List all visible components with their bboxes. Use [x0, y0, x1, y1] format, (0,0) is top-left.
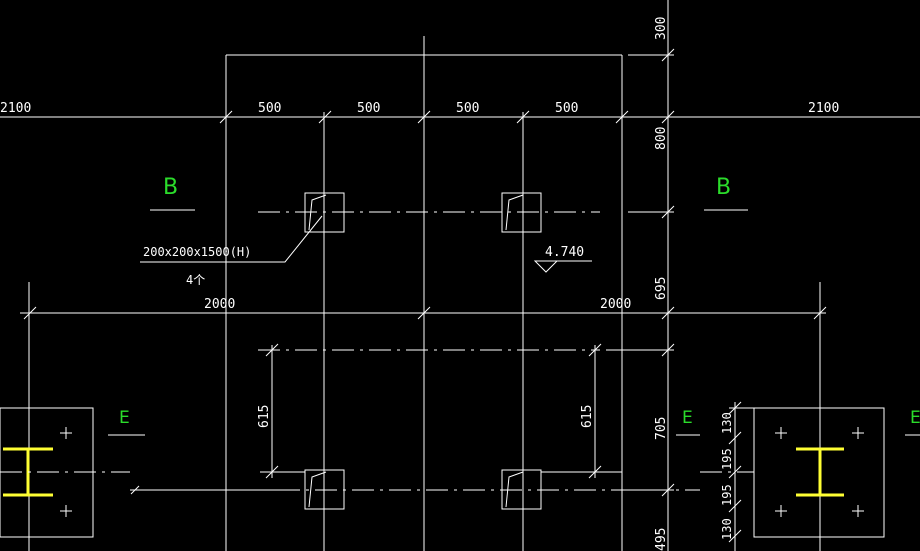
dim-col-spacing-4: 500	[555, 101, 578, 116]
dim-col-spacing-1: 500	[258, 101, 281, 116]
section-e-right: E	[910, 408, 920, 428]
anchor-box-lower-left	[304, 469, 345, 510]
dim-v-800: 800	[654, 127, 669, 150]
dim-615-right: 615	[580, 405, 595, 428]
right-vertical-dimension	[606, 0, 675, 551]
anchor-note-label: 4个	[186, 273, 205, 287]
dim-col-spacing-2: 500	[357, 101, 380, 116]
lower-left-tick	[130, 485, 140, 495]
section-e-center: E	[682, 408, 693, 428]
dim-right-2100: 2100	[808, 101, 839, 116]
anchor-box-upper-left	[304, 192, 345, 233]
dim-2000-right: 2000	[600, 297, 631, 312]
top-dimension-line	[0, 110, 920, 551]
right-h-beam	[796, 447, 844, 497]
anchor-box-upper-right	[501, 192, 542, 233]
dim-2000-line	[20, 282, 827, 551]
plate-dim-130-top: 130	[720, 412, 734, 434]
dim-v-695: 695	[654, 277, 669, 300]
dim-615-left-line	[260, 343, 305, 479]
section-b-right: B	[716, 175, 731, 200]
section-b-left: B	[163, 175, 178, 200]
dim-v-705: 705	[654, 417, 669, 440]
plate-dimension-line	[728, 401, 754, 551]
plate-dim-130-bottom: 130	[720, 518, 734, 540]
dim-v-300: 300	[654, 17, 669, 40]
anchor-box-lower-right	[501, 469, 542, 510]
elevation-value: 4.740	[545, 245, 584, 260]
plate-dim-195-b: 195	[720, 484, 734, 506]
anchor-spec-label: 200x200x1500(H)	[143, 245, 251, 259]
dim-v-495: 495	[654, 528, 669, 551]
dim-615-right-line	[541, 343, 622, 479]
anchor-spec-leader	[140, 215, 323, 263]
plate-dim-195-a: 195	[720, 448, 734, 470]
elevation-marker	[533, 260, 592, 273]
dim-2000-left: 2000	[204, 297, 235, 312]
dim-col-spacing-3: 500	[456, 101, 479, 116]
section-e-left: E	[119, 408, 130, 428]
dim-left-2100: 2100	[0, 101, 31, 116]
dim-615-left: 615	[257, 405, 272, 428]
